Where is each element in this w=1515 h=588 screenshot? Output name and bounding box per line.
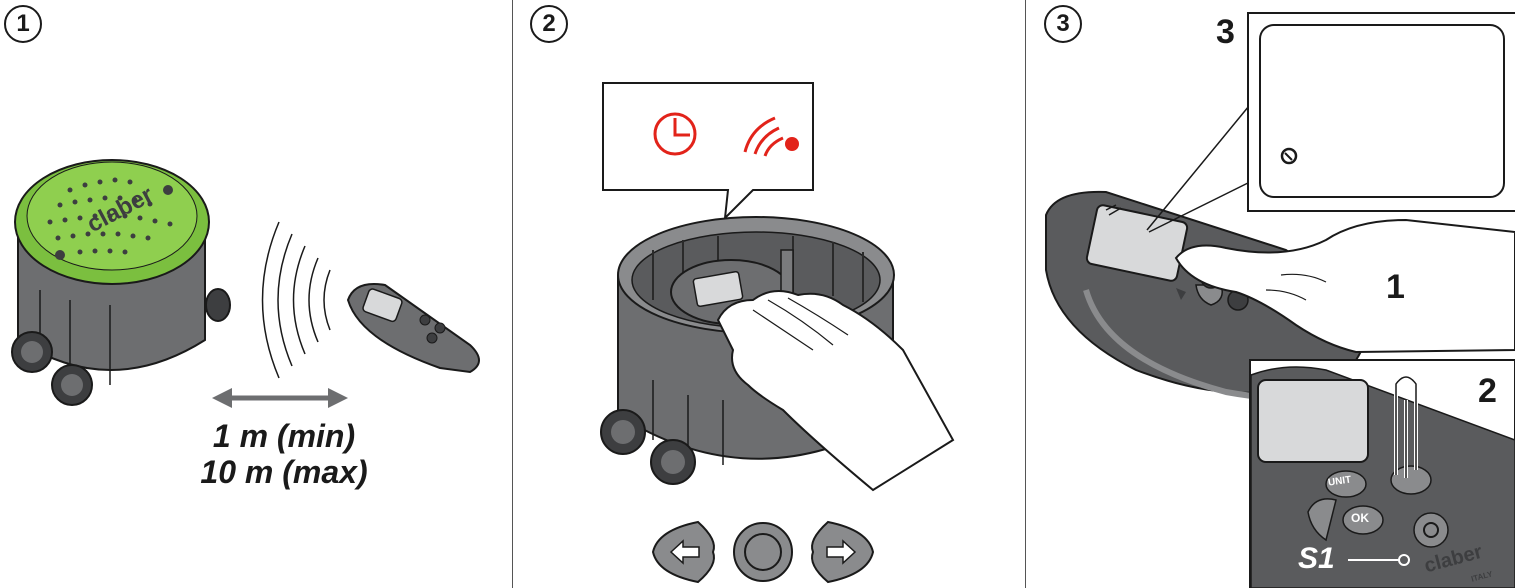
reset-detail-inset xyxy=(1026,0,1515,588)
distance-min-label: 1 m (min) xyxy=(184,418,384,454)
distance-arrow xyxy=(0,0,512,588)
right-arrow-button[interactable] xyxy=(513,0,1025,588)
callout-number-2: 2 xyxy=(1478,372,1497,411)
key-label-ok: OK xyxy=(1351,511,1369,525)
panel-step-1: 1 claber xyxy=(0,0,512,588)
distance-max-label: 10 m (max) xyxy=(164,454,404,490)
panel-step-2: 2 xyxy=(513,0,1025,588)
reset-s1-label: S1 xyxy=(1298,542,1335,576)
panel-step-3: 3 3 1 xyxy=(1026,0,1515,588)
